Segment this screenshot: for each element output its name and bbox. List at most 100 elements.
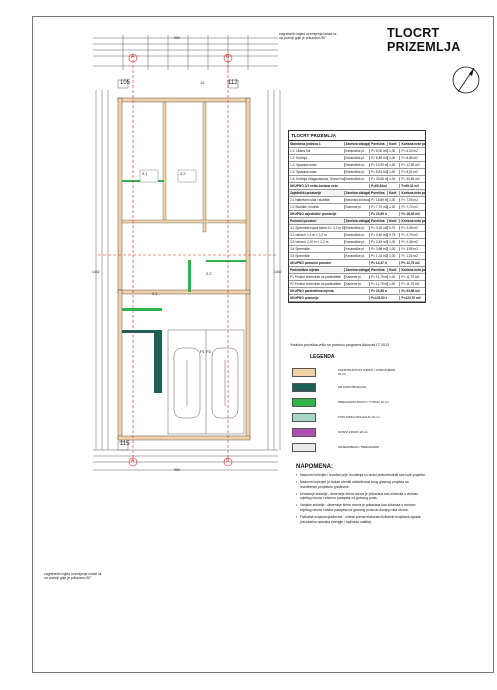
table-cell: 2.2 Stubište i hodnik (290, 205, 319, 209)
notes-list: Nadzorni inženjer i izvođač prije izvođe… (296, 473, 426, 527)
table-cell: Keramičke pl. (343, 170, 370, 174)
legend-title: LEGENDA (310, 354, 335, 360)
table-cell: Površina (369, 268, 387, 272)
table-cell: 1,00 (387, 163, 399, 167)
legend-item: TOPLINSKA IZOLACIJA 10 cm (292, 410, 432, 425)
table-cell: 1,00 (387, 240, 399, 244)
legend-item: PREGRADNI ZIDOVI / YTONG 10 cm (292, 395, 432, 410)
note-item: Nadzorni inženjer je dužan utvrditi uskl… (296, 480, 426, 489)
legend-label: SNJEGOBRAN / PREGRADNI (338, 444, 380, 449)
table-cell: 1.3. Spavaća soba (290, 163, 317, 167)
table-cell: P=69,32m2 (369, 184, 388, 188)
dimension-top: 996 (174, 36, 180, 40)
note-item: Unutarnje stolarije - dimenzije širina o… (296, 492, 426, 501)
drawing-sheet (32, 16, 494, 673)
dimension-bottom: 996 (174, 468, 180, 472)
table-cell: 0,75 (387, 233, 399, 237)
table-cell: Keramičke pl. (343, 233, 370, 237)
table-cell: Korisna neto površina (399, 142, 425, 146)
table-cell: P= 11,79 m2 (399, 275, 425, 279)
table-cell: P= 3,60 m2 (369, 233, 388, 237)
table-cell: 2.1 Natkriveni ulaz i stubište (290, 198, 330, 202)
table-cell: P= 7,05 m2 (399, 198, 425, 202)
table-cell: Korisna neto površina (399, 268, 425, 272)
legend-label: AB KONSTRUKCIJA (338, 384, 367, 389)
table-cell: Keramičke pl. (343, 177, 370, 181)
table-cell: 3.4 Spremište (290, 247, 310, 251)
table-cell: P= 12,75 m2 (399, 261, 425, 265)
table-cell: 1,00 (387, 170, 399, 174)
table-cell: P= 7,70 m2 (369, 205, 388, 209)
note-item: Fizikalna svojstva građevine - izvesti p… (296, 515, 426, 524)
legend-swatch (292, 368, 316, 377)
table-cell: P= 2,45 m2 (369, 240, 388, 244)
table-cell: 3.2 visina h 1,2 m < 2,2 m (290, 233, 327, 237)
table-cell: P= 6,00 m2 (369, 149, 388, 153)
table-cell: Površina (369, 191, 387, 195)
table-cell: P= 8,81 m2 (399, 170, 425, 174)
table-cell: P= 11,79 m2 (369, 282, 388, 286)
table-cell: Keramičke pl. (343, 149, 370, 153)
legend-swatch (292, 428, 316, 437)
table-cell: P= 11,79 m2 (369, 275, 388, 279)
table-cell: UKUPNO prizemlje (290, 296, 319, 300)
legend-item: KONSTRUKTIVNI ZIDOVI / POROTHERM 25 cm (292, 365, 432, 380)
parking-label: P1 P2 (200, 349, 211, 354)
notes-title: NAPOMENA: (296, 464, 333, 470)
table-cell: P= 3,88 m2 (399, 247, 425, 251)
note-item: Vanjske stolarije - dimenzije širina otv… (296, 503, 426, 512)
legend-label: KONSTRUKTIVNI ZIDOVI / POROTHERM 25 cm (338, 367, 396, 376)
table-cell: P= 6,00 m2 (399, 149, 425, 153)
table-cell: Keramičke pl. (343, 163, 370, 167)
legend-swatch (292, 413, 316, 422)
table-cell: P= 33,65 m2 (399, 177, 425, 181)
section-b-top: B (226, 54, 230, 60)
dimension-left: 1442 (92, 270, 100, 274)
table-cell: Keramičke pl. (343, 254, 370, 258)
table-cell: Pomoćni prostori (290, 219, 317, 223)
table-cell: 1,00 (387, 205, 399, 209)
legend-swatch (292, 443, 316, 452)
table-cell: P= 12,90 m2 (399, 163, 425, 167)
table-cell: Koef. (387, 219, 399, 223)
table-cell: Keramičke pl. (343, 240, 370, 244)
table-cell: P= 2,70 m2 (399, 233, 425, 237)
table-cell: P= 11,79 m2 (399, 282, 425, 286)
table-cell: 1,00 (387, 254, 399, 258)
table-cell: Koef. (387, 268, 399, 272)
table-cell: UKUPNO pomoćni prostori (290, 261, 331, 265)
table-cell: Zajednički prostorije (290, 191, 322, 195)
floor-plan (93, 35, 281, 471)
area-footnote: *izračun površina vršio se pomoću progra… (290, 343, 389, 347)
level-112: 112 (228, 80, 238, 86)
table-cell: P=131,00 m2 (369, 296, 387, 300)
table-row: 2.2 Stubište i hodnik Kamene pl.P= 7,70 m… (289, 204, 425, 211)
table-cell: Kamene pl. (343, 275, 370, 279)
table-cell: Kamene pl. (343, 205, 370, 209)
legend-label: TOPLINSKA IZOLACIJA 10 cm (338, 414, 380, 419)
table-cell: P= 23,58 m2 (399, 289, 425, 293)
table-cell: Keramičke pl. (343, 247, 370, 251)
section-b-bottom: B (226, 458, 230, 464)
table-cell: UKUPNO parkirališna mjesta (290, 289, 334, 293)
table-cell: UKUPNO zajedničke prostorije (290, 212, 337, 216)
table-cell: P= 12,90 m2 (369, 163, 387, 167)
table-cell: 3.3 visina h 2,20 m < 2,2 m (290, 240, 329, 244)
table-cell: 1.1. Ulazni hol (290, 149, 311, 153)
table-row: 3.1 Spremište ispod stube A = 3,2 m Kera… (289, 225, 425, 232)
table-cell: Koef. (387, 191, 399, 195)
table-cell: Betonski kolovoz (343, 198, 370, 202)
room-2-1: 2.1 (152, 291, 158, 296)
